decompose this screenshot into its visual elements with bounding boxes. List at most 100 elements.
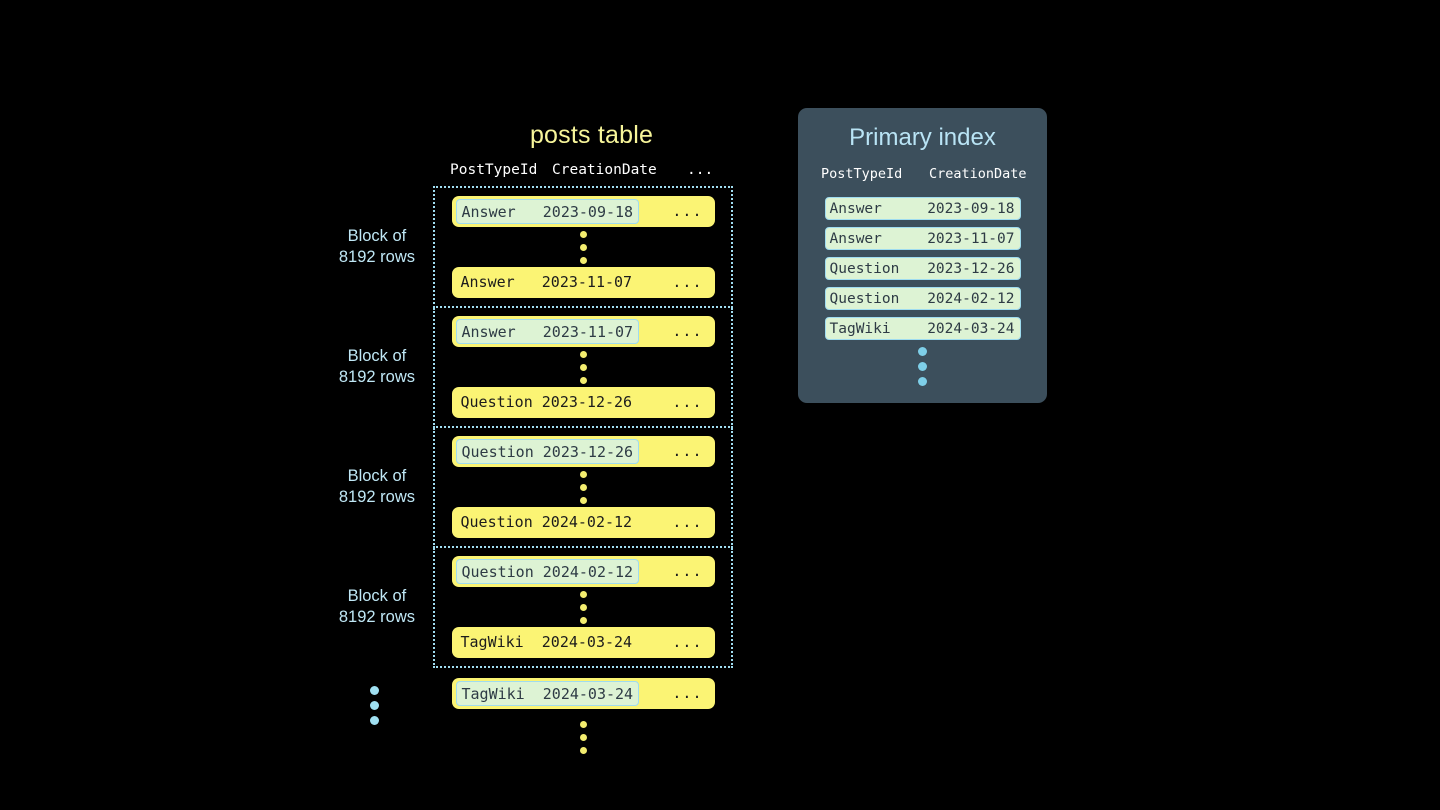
row-cell: Question 2023-12-26 [456,390,638,415]
dot [370,701,379,710]
block-label: Block of 8192 rows [339,586,415,628]
row-cell-posttypeid: TagWiki 2024-03-24 [460,633,633,651]
posts-table-group: posts table PostTypeId CreationDate ... … [339,120,733,765]
index-cell-creationdate: 2023-09-18 [927,201,1015,217]
row-cell-posttypeid: Question 2023-12-26 [461,443,634,461]
table-row: Question 2023-12-26 ... [451,387,715,418]
index-cell-creationdate: 2024-03-24 [927,321,1015,337]
row-cell-highlighted: Question 2023-12-26 [455,439,640,464]
index-continuation-dots [798,347,1047,386]
index-column-header-creationdate: CreationDate [929,166,1027,182]
index-cell-posttypeid: Answer [829,201,882,217]
table-row: Question 2024-02-12 ... [451,556,715,587]
dot [579,376,587,384]
block-of-rows: Block of 8192 rows Question 2023-12-26 .… [339,428,733,548]
dot [579,720,587,728]
block-label-line1: Block of [347,467,407,485]
row-ellipsis: ... [672,633,703,651]
row-cell-highlighted: Answer 2023-11-07 [455,319,640,344]
block-label-line1: Block of [347,587,407,605]
primary-index-panel: Primary index PostTypeId CreationDate An… [798,108,1047,403]
table-row: Answer 2023-11-07 ... [451,267,715,298]
dot [579,483,587,491]
posts-table-title: posts table [529,121,654,149]
index-cell-posttypeid: Answer [829,231,882,247]
row-ellipsis: ... [672,684,703,702]
column-header-ellipsis: ... [687,162,714,178]
table-row: Question 2024-02-12 ... [451,507,715,538]
row-ellipsis: ... [672,513,703,531]
index-rows: Answer 2023-09-18 Answer 2023-11-07 Ques… [798,197,1047,340]
row-cell: Answer 2023-11-07 [456,270,638,295]
column-header-posttypeid: PostTypeId [450,162,538,178]
dot [918,347,927,356]
dot [918,377,927,386]
dot [579,590,587,598]
index-cell-creationdate: 2023-12-26 [927,261,1015,277]
dot [579,363,587,371]
blocks-continuation-dots [370,686,379,725]
dot [579,230,587,238]
row-cell-posttypeid: Answer 2023-09-18 [461,203,634,221]
dot [370,716,379,725]
block-label-line2: 8192 rows [338,368,415,386]
dot [579,616,587,624]
dot [579,496,587,504]
block-label-line1: Block of [347,227,407,245]
dot [579,733,587,741]
row-cell-highlighted: Answer 2023-09-18 [455,199,640,224]
row-ellipsis: ... [672,442,703,460]
posts-table-column-headers: PostTypeId CreationDate ... [450,162,733,186]
table-row: TagWiki 2024-03-24 ... [451,627,715,658]
index-cell-posttypeid: TagWiki [829,321,891,337]
row-ellipsis: ... [672,393,703,411]
dot [579,350,587,358]
dot [579,470,587,478]
table-row: Answer 2023-09-18 ... [451,196,715,227]
row-cell: Question 2024-02-12 [456,510,638,535]
block-of-rows: Block of 8192 rows Answer 2023-09-18 ...… [339,186,733,308]
block-label: Block of 8192 rows [339,346,415,388]
row-ellipsis: ... [672,273,703,291]
block-label-line2: 8192 rows [338,248,415,266]
index-column-headers: PostTypeId CreationDate [821,166,1047,188]
table-row: Question 2023-12-26 ... [451,436,715,467]
index-column-header-posttypeid: PostTypeId [821,166,903,182]
index-cell-posttypeid: Question [829,291,900,307]
table-row: Answer 2023-11-07 ... [451,316,715,347]
row-cell-posttypeid: Question 2023-12-26 [460,393,633,411]
row-cell-posttypeid: TagWiki 2024-03-24 [461,685,634,703]
index-row: Question 2024-02-12 [824,287,1021,310]
row-cell-posttypeid: Answer 2023-11-07 [461,323,634,341]
block-label: Block of 8192 rows [339,466,415,508]
primary-index-title: Primary index [849,124,996,151]
dot [579,746,587,754]
block-label-line2: 8192 rows [338,608,415,626]
row-cell-highlighted: TagWiki 2024-03-24 [455,681,640,706]
index-row: TagWiki 2024-03-24 [824,317,1021,340]
row-continuation-dots [435,347,731,387]
row-continuation-dots [435,227,731,267]
row-ellipsis: ... [672,322,703,340]
column-header-creationdate: CreationDate [552,162,657,178]
index-row: Question 2023-12-26 [824,257,1021,280]
row-cell-highlighted: Question 2024-02-12 [455,559,640,584]
row-cell-posttypeid: Question 2024-02-12 [460,513,633,531]
block-label: Block of 8192 rows [339,226,415,268]
block-of-rows: Block of 8192 rows Question 2024-02-12 .… [339,548,733,668]
row-cell: TagWiki 2024-03-24 [456,630,638,655]
index-row: Answer 2023-09-18 [824,197,1021,220]
block-label-line2: 8192 rows [338,488,415,506]
row-continuation-dots [435,587,731,627]
dot [579,243,587,251]
row-ellipsis: ... [672,202,703,220]
index-row: Answer 2023-11-07 [824,227,1021,250]
dot [579,256,587,264]
row-cell-posttypeid: Question 2024-02-12 [461,563,634,581]
trailing-row-group: TagWiki 2024-03-24 ... [433,668,733,765]
dot [918,362,927,371]
dot [370,686,379,695]
table-continuation-dots [433,709,733,765]
index-cell-creationdate: 2023-11-07 [927,231,1015,247]
row-continuation-dots [435,467,731,507]
